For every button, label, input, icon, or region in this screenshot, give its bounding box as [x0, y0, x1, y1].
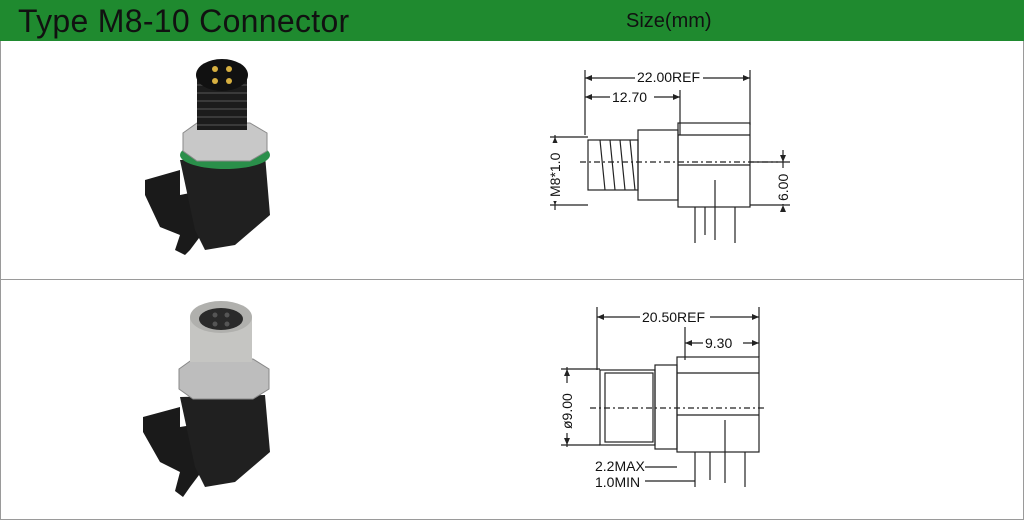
female-connector-photo [143, 301, 270, 497]
dim-partial-female: 9.30 [705, 335, 732, 351]
dim-partial: 12.70 [612, 89, 647, 105]
dim-diameter: ø9.00 [559, 393, 575, 429]
dim-height: 6.00 [775, 174, 791, 201]
size-label: Size(mm) [626, 10, 712, 32]
male-connector-photo [145, 59, 270, 255]
table-row-male [1, 41, 1023, 280]
female-dimension-drawing: 20.50REF 9.30 ø9.00 2.2MAX 1.0MIN [559, 307, 767, 490]
male-dimension-drawing: 22.00REF 12.70 M8*1.0 6.00 [547, 69, 792, 243]
dim-thread: M8*1.0 [547, 152, 563, 197]
dim-overall-female: 20.50REF [642, 309, 705, 325]
dim-max: 2.2MAX [595, 458, 645, 474]
dim-min: 1.0MIN [595, 474, 640, 490]
page-title: Type M8-10 Connector [18, 3, 350, 39]
dim-overall: 22.00REF [637, 69, 700, 85]
header-bar: Type M8-10 Connector Size(mm) [0, 0, 1024, 41]
